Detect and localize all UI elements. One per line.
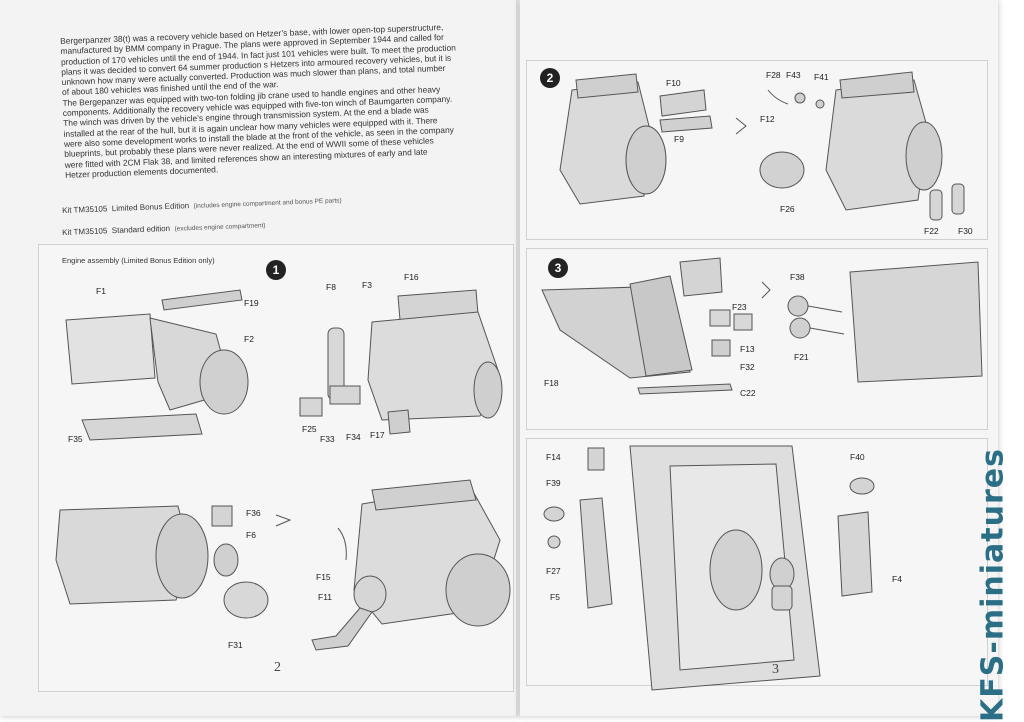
part-label: F1 [96, 286, 106, 296]
part-label: C22 [740, 388, 756, 398]
part-label: F30 [958, 226, 973, 236]
part-label: F14 [546, 452, 561, 462]
part-label: F43 [786, 70, 801, 80]
step-badge: 3 [548, 258, 568, 278]
part-label: F38 [790, 272, 805, 282]
left-page: Bergerpanzer 38(t) was a recovery vehicl… [0, 0, 520, 716]
part-label: F11 [318, 592, 333, 602]
part-label: F31 [228, 640, 243, 650]
part-label: F12 [760, 114, 775, 124]
part-label: F28 [766, 70, 781, 80]
part-label: F18 [544, 378, 559, 388]
page-number: 3 [772, 662, 779, 677]
part-label: F10 [666, 78, 681, 88]
part-label: F19 [244, 298, 259, 308]
part-label: F5 [550, 592, 560, 602]
part-label: F32 [740, 362, 755, 372]
part-label: F35 [68, 434, 83, 444]
watermark-text: KFS-miniatures [975, 448, 1011, 722]
part-label: F16 [404, 272, 419, 282]
part-label: F2 [244, 334, 254, 344]
part-label: F13 [740, 344, 755, 354]
part-label: F26 [780, 204, 795, 214]
right-drawings [541, 71, 983, 691]
part-label: F3 [362, 280, 372, 290]
part-label: F21 [794, 352, 809, 362]
part-label: F39 [546, 478, 561, 488]
step-badge: 1 [266, 260, 286, 280]
part-label: F33 [320, 434, 335, 444]
engine-assembly-drawing [55, 289, 511, 651]
right-page: 2 3 [520, 0, 998, 716]
part-label: F17 [370, 430, 385, 440]
part-label: F8 [326, 282, 336, 292]
part-label: F15 [316, 572, 331, 582]
part-label: F40 [850, 452, 865, 462]
part-label: F41 [814, 72, 829, 82]
part-label: F25 [302, 424, 317, 434]
part-label: F23 [732, 302, 747, 312]
part-label: F27 [546, 566, 561, 576]
panel-title: Engine assembly (Limited Bonus Edition o… [62, 256, 215, 265]
watermark: KFS-miniatures [948, 448, 1024, 722]
part-label: F6 [246, 530, 256, 540]
part-label: F36 [246, 508, 261, 518]
part-label: F4 [892, 574, 902, 584]
part-label: F34 [346, 432, 361, 442]
part-label: F22 [924, 226, 939, 236]
step-badge: 2 [540, 68, 560, 88]
part-label: F9 [674, 134, 684, 144]
page-number: 2 [274, 660, 281, 675]
